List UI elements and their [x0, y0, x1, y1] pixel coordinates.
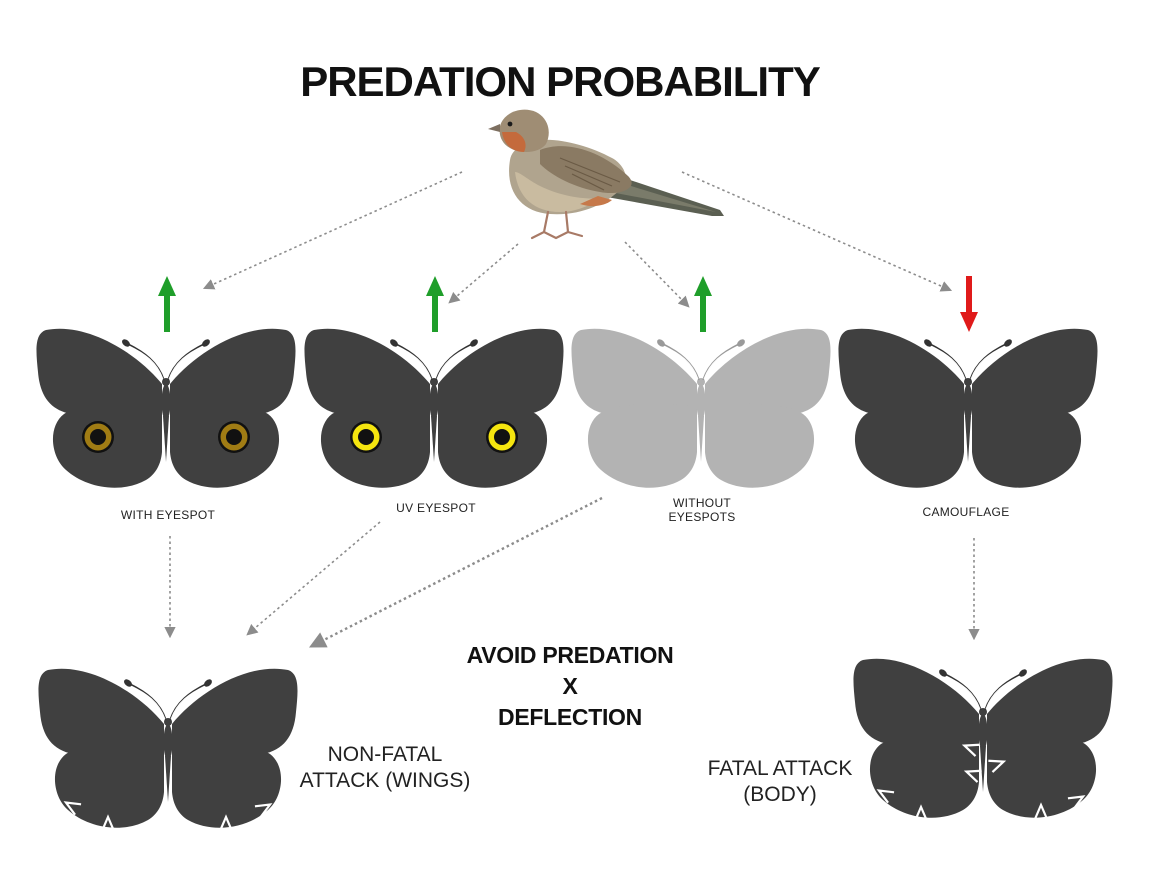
label-without-line2: EYESPOTS [668, 510, 736, 524]
attack-mark [876, 789, 895, 804]
attack-mark [100, 814, 116, 832]
fatal-line2: (BODY) [743, 783, 817, 806]
center-text-line1: AVOID PREDATION [466, 642, 674, 668]
butterfly-uv-eyespot-antenna-highlight [396, 345, 472, 380]
butterfly-camouflage [838, 328, 1098, 488]
eyespot [350, 421, 382, 453]
arrow-up-icon [426, 276, 444, 332]
butterfly-uv-eyespot-wings [304, 328, 564, 488]
attack-mark [913, 804, 929, 822]
attack-mark [63, 801, 82, 816]
arrow-uv-to-nonfatal [246, 521, 381, 636]
bird-arrows [202, 171, 953, 308]
eyespot [486, 421, 518, 453]
butterfly-with-eyespot-antenna-highlight [128, 345, 204, 380]
butterfly-uv-eyespot [304, 328, 564, 488]
arrow-up-icon [694, 276, 712, 332]
arrow-bird-to-camouflage [681, 171, 953, 292]
attack-mark [1067, 795, 1086, 810]
eyespot [218, 421, 250, 453]
butterfly-camouflage-antenna-highlight [930, 345, 1006, 380]
butterfly-nonfatal-attack [38, 668, 298, 832]
bird-icon [488, 109, 724, 240]
center-text-line3: DEFLECTION [498, 704, 642, 730]
outcome-arrows [164, 496, 980, 648]
label-with-eyespot: WITH EYESPOT [120, 508, 216, 522]
attack-mark [254, 803, 273, 818]
trend-arrows [158, 276, 978, 332]
butterfly-without-eyespots [571, 328, 831, 488]
arrow-bird-to-uv [448, 243, 519, 304]
nonfatal-line2: ATTACK (WINGS) [299, 769, 471, 792]
arrow-down-icon [960, 276, 978, 332]
butterfly-without-eyespots-antenna-highlight [663, 345, 739, 380]
page-title: PREDATION PROBABILITY [300, 58, 821, 105]
label-nonfatal-attack: NON-FATAL ATTACK (WINGS) [280, 742, 490, 794]
center-text: AVOID PREDATION X DEFLECTION [430, 640, 710, 733]
butterfly-nonfatal-attack-antenna-highlight [130, 685, 206, 720]
attack-mark [963, 769, 982, 783]
arrow-bird-to-eyespot [202, 171, 463, 290]
fatal-line1: FATAL ATTACK [707, 757, 853, 780]
arrow-bird-to-without [624, 241, 690, 308]
butterfly-with-eyespot [36, 328, 296, 488]
butterfly-with-eyespot-wings [36, 328, 296, 488]
butterfly-camouflage-wings [838, 328, 1098, 488]
butterfly-fatal-attack-antenna-highlight [945, 675, 1021, 710]
label-fatal-attack: FATAL ATTACK (BODY) [680, 756, 880, 808]
attack-mark [1033, 802, 1049, 820]
center-text-line2: X [562, 673, 578, 699]
attack-mark [218, 814, 234, 832]
eyespot [82, 421, 114, 453]
label-camouflage: CAMOUFLAGE [922, 505, 1010, 519]
butterfly-without-eyespots-wings [571, 328, 831, 488]
label-uv-eyespot: UV EYESPOT [396, 501, 476, 515]
attack-mark [988, 759, 1007, 773]
attack-mark [961, 743, 980, 757]
label-without-eyespots: WITHOUT EYESPOTS [630, 496, 774, 524]
arrow-without-to-nonfatal [309, 496, 603, 648]
arrow-up-icon [158, 276, 176, 332]
butterfly-fatal-attack-wings [853, 658, 1113, 818]
butterfly-fatal-attack [853, 658, 1113, 822]
nonfatal-line1: NON-FATAL [327, 743, 443, 766]
label-without-line1: WITHOUT [672, 496, 732, 510]
